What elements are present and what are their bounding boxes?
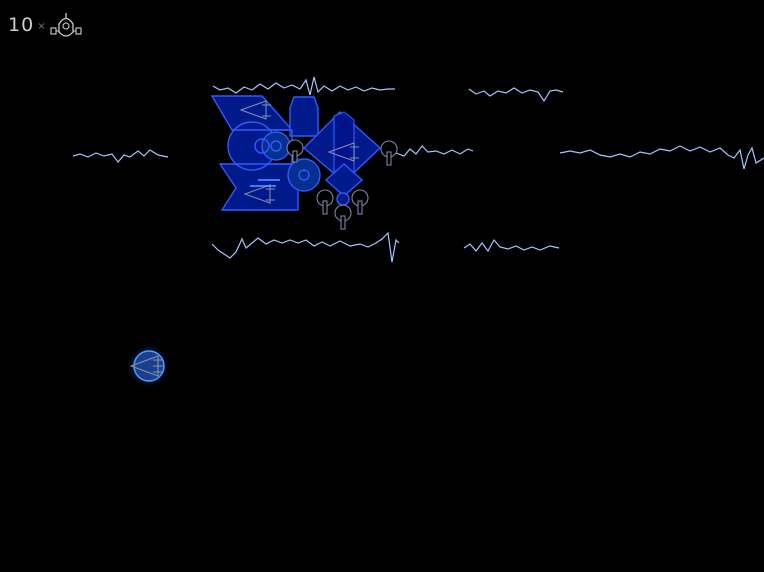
enemy-fighter xyxy=(239,100,271,120)
armor-plate xyxy=(289,96,319,137)
lightning-bolt xyxy=(212,76,395,96)
enemy-fighter xyxy=(327,142,359,162)
lightning-barriers xyxy=(72,76,764,263)
lightning-bolt xyxy=(72,149,169,163)
player-ship xyxy=(126,344,170,388)
multiplier-symbol: × xyxy=(37,20,47,32)
enemy-mothership xyxy=(210,95,398,230)
gun-turret xyxy=(316,189,334,215)
reactor-core xyxy=(287,158,321,192)
lives-count: 10 xyxy=(8,14,35,36)
lightning-bolt xyxy=(468,87,564,103)
armor-plate xyxy=(324,163,364,197)
lightning-bolt xyxy=(463,238,560,253)
lightning-bolt xyxy=(559,145,764,170)
lightning-bolt xyxy=(211,231,400,263)
reactor-core xyxy=(261,131,291,161)
gun-turret xyxy=(351,189,369,215)
gun-turret xyxy=(334,204,352,230)
lives-counter: 10 × xyxy=(8,10,82,40)
gun-turret xyxy=(286,139,304,163)
enemy-fighter xyxy=(243,184,275,204)
player-ship-icon xyxy=(50,13,82,37)
lightning-bolt xyxy=(387,145,474,158)
player-shield-icon xyxy=(133,350,165,382)
gun-turret xyxy=(380,140,398,166)
